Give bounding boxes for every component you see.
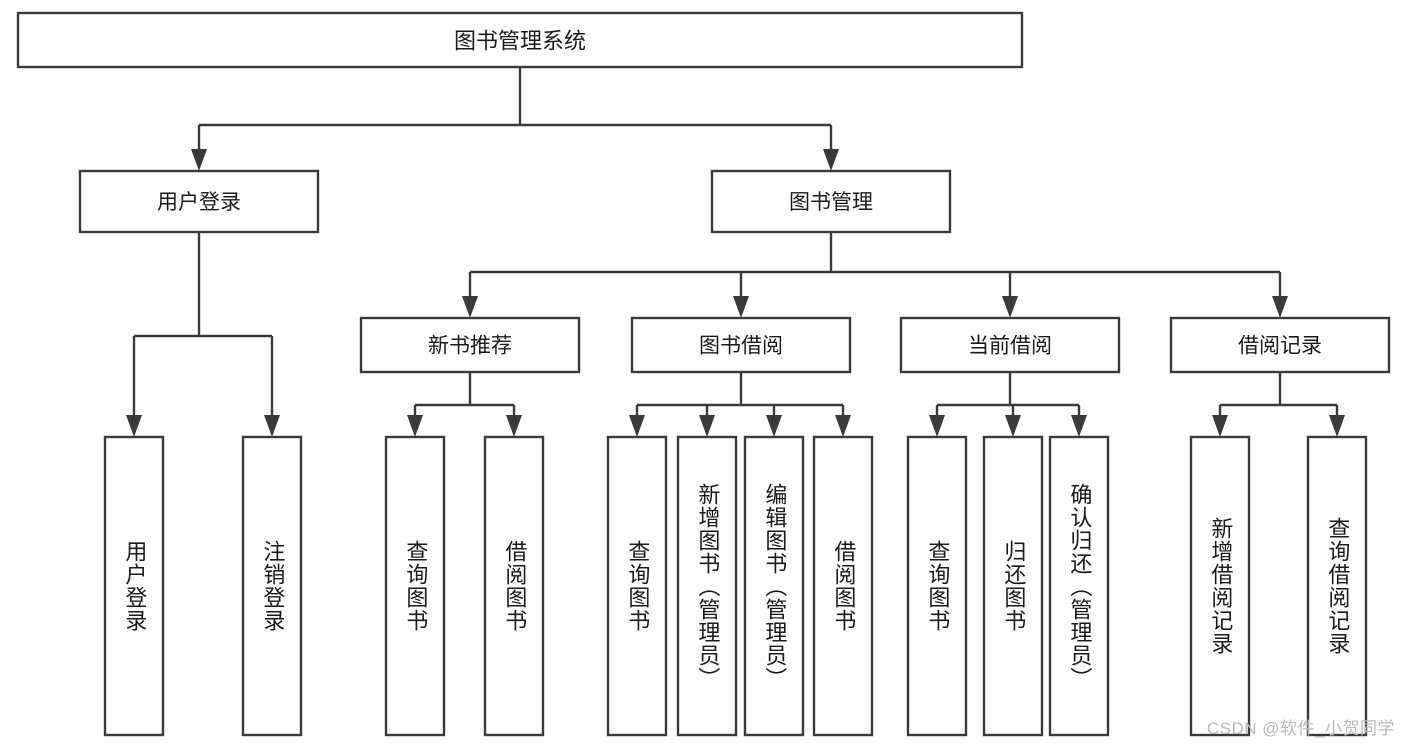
arrow-head-icon	[629, 415, 645, 437]
node-box-new-book-rec[interactable]	[359, 316, 581, 374]
arrow-head-icon	[1212, 415, 1228, 437]
arrow-head-icon	[835, 415, 851, 437]
node-box-leaf-add-book-admin[interactable]	[676, 435, 738, 737]
arrow-head-icon	[929, 415, 945, 437]
arrow-head-icon	[1071, 415, 1087, 437]
node-box-leaf-return-book[interactable]	[982, 435, 1044, 737]
node-box-book-manage[interactable]	[710, 169, 952, 234]
node-box-leaf-add-borrow-record[interactable]	[1189, 435, 1251, 737]
node-box-current-borrow[interactable]	[899, 316, 1121, 374]
node-box-leaf-confirm-return-admin[interactable]	[1048, 435, 1110, 737]
node-label-current-borrow: 当前借阅	[968, 335, 1052, 358]
node-box-leaf-user-login[interactable]	[103, 435, 165, 737]
arrow-head-icon	[462, 296, 478, 318]
node-box-leaf-query-borrow-record[interactable]	[1306, 435, 1368, 737]
node-box-root[interactable]	[16, 11, 1024, 69]
node-box-borrow-record[interactable]	[1169, 316, 1391, 374]
arrow-head-icon	[823, 149, 839, 171]
arrow-head-icon	[126, 415, 142, 437]
arrow-head-icon	[407, 415, 423, 437]
node-box-leaf-query-book-br[interactable]	[606, 435, 668, 737]
arrow-head-icon	[766, 415, 782, 437]
arrow-head-icon	[699, 415, 715, 437]
node-box-user-login[interactable]	[78, 169, 320, 234]
node-label-new-book-rec: 新书推荐	[428, 335, 512, 358]
node-box-leaf-borrow-book-rec[interactable]	[483, 435, 545, 737]
arrow-head-icon	[733, 296, 749, 318]
arrow-head-icon	[1329, 415, 1345, 437]
node-box-leaf-edit-book-admin[interactable]	[743, 435, 805, 737]
connector-edges	[126, 67, 1345, 437]
node-label-root: 图书管理系统	[454, 29, 586, 54]
arrow-head-icon	[191, 149, 207, 171]
node-box-leaf-query-book-cb[interactable]	[906, 435, 968, 737]
arrow-head-icon	[264, 415, 280, 437]
node-box-leaf-query-book-rec[interactable]	[384, 435, 446, 737]
node-box-leaf-user-logout[interactable]	[241, 435, 303, 737]
node-label-borrow-record: 借阅记录	[1238, 335, 1322, 358]
arrow-head-icon	[1002, 296, 1018, 318]
csdn-watermark: CSDN @软件_小贺同学	[1206, 719, 1395, 738]
arrow-head-icon	[506, 415, 522, 437]
arrow-head-icon	[1005, 415, 1021, 437]
node-box-leaf-borrow-book-br[interactable]	[812, 435, 874, 737]
node-label-book-manage: 图书管理	[789, 191, 873, 214]
node-label-book-borrow: 图书借阅	[699, 335, 783, 358]
node-label-user-login: 用户登录	[157, 191, 241, 214]
arrow-head-icon	[1272, 296, 1288, 318]
node-box-book-borrow[interactable]	[630, 316, 852, 374]
